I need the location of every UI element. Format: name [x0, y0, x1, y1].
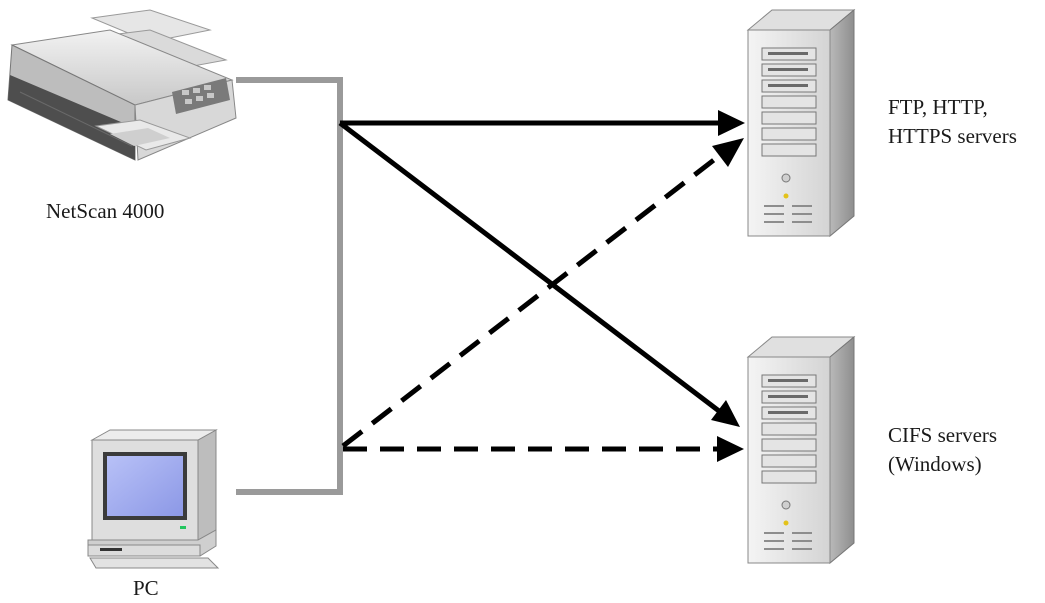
arrow-pc-to-cifs [343, 436, 744, 462]
scanner-icon [7, 9, 237, 161]
scanner-label: NetScan 4000 [46, 199, 165, 223]
connection-arrows [338, 110, 745, 462]
network-bus [236, 77, 343, 495]
web-servers-label-line-1: FTP, HTTP, [888, 95, 988, 119]
web-servers-label-line-2: HTTPS servers [888, 124, 1017, 148]
cifs-servers-label: CIFS servers (Windows) [888, 421, 997, 479]
cifs-servers-label-line-1: CIFS servers [888, 423, 998, 447]
arrow-scanner-to-web [340, 110, 745, 136]
arrow-scanner-to-cifs [338, 121, 740, 427]
pc-label: PC [133, 576, 159, 600]
web-servers-label: FTP, HTTP, HTTPS servers [888, 93, 1017, 151]
cifs-servers-label-line-2: (Windows) [888, 452, 982, 476]
server-tower-cifs-icon [746, 335, 856, 565]
computer-icon [87, 429, 220, 569]
server-tower-web-icon [746, 8, 856, 238]
arrow-pc-to-web [341, 138, 744, 448]
